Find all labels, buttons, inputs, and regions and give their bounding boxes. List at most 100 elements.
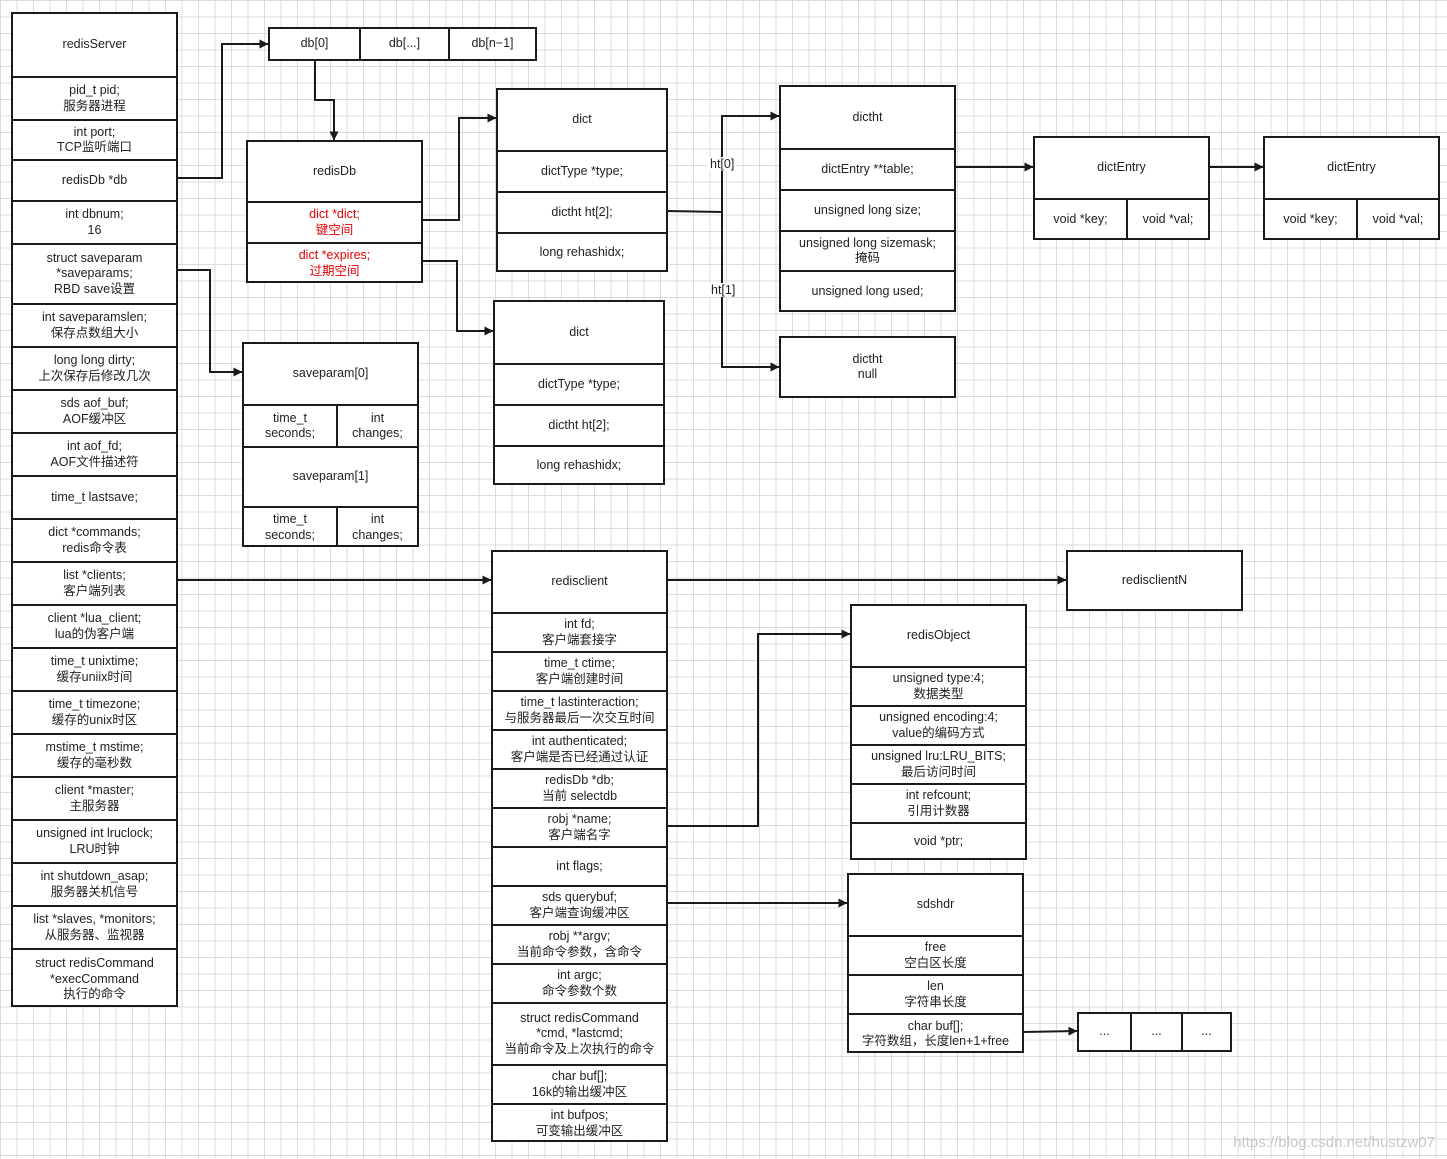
dictentry-fields: void *key; void *val; xyxy=(1265,198,1438,240)
dictht-null: dictht null xyxy=(779,336,956,398)
arrow-expires-to-dict2 xyxy=(422,260,494,336)
saveparam-title: saveparam[1] xyxy=(244,446,417,506)
dictht-field-table: dictEntry **table; xyxy=(781,148,954,189)
dictentry-title: dictEntry xyxy=(1097,160,1146,175)
redisclient-title: redisclient xyxy=(551,574,608,589)
dict-field: long rehashidx; xyxy=(498,232,666,272)
redisdb-title: redisDb xyxy=(312,163,357,178)
saveparam-fields: time_t seconds; int changes; xyxy=(244,404,417,446)
saveparam-seconds: time_t seconds; xyxy=(264,410,316,441)
buf-array-cell: ... xyxy=(1130,1014,1181,1050)
redisserver-field-clients: list *clients; 客户端列表 xyxy=(13,561,176,604)
watermark: https://blog.csdn.net/hustzw07 xyxy=(1233,1134,1435,1151)
dict-struct-keyspace: dict dictType *type; dictht ht[2]; long … xyxy=(496,88,668,272)
dictentry-struct: dictEntry void *key; void *val; xyxy=(1033,136,1210,240)
redisserver-field: int dbnum; 16 xyxy=(13,200,176,243)
redisclient-struct: redisclient int fd; 客户端套接字 time_t ctime;… xyxy=(491,550,668,1142)
redisserver-field: int shutdown_asap; 服务器关机信号 xyxy=(13,862,176,905)
dict-title: dict xyxy=(569,324,589,339)
redisserver-field: time_t timezone; 缓存的unix时区 xyxy=(13,690,176,733)
redisserver-title: redisServer xyxy=(62,37,127,52)
saveparam-changes: int changes; xyxy=(336,508,417,547)
db-array-cell: db[...] xyxy=(359,29,448,59)
redisobject-title: redisObject xyxy=(906,628,971,643)
redisserver-struct: redisServer pid_t pid; 服务器进程 int port; T… xyxy=(11,12,178,1007)
redisserver-field: int port; TCP监听端口 xyxy=(13,119,176,159)
redisclient-field: int flags; xyxy=(493,846,666,885)
redisdb-struct: redisDb dict *dict; 键空间 dict *expires; 过… xyxy=(246,140,423,283)
redisserver-field: int aof_fd; AOF文件描述符 xyxy=(13,432,176,475)
sdshdr-field-buf: char buf[]; 字符数组，长度len+1+free xyxy=(849,1013,1022,1053)
dictentry-key: void *key; xyxy=(1053,212,1108,227)
redisserver-field: list *slaves, *monitors; 从服务器、监视器 xyxy=(13,905,176,948)
redisserver-field-saveparams: struct saveparam *saveparams; RBD save设置 xyxy=(13,243,176,303)
dict-field: dictht ht[2]; xyxy=(495,404,663,445)
redisdb-field-expires: dict *expires; 过期空间 xyxy=(248,242,421,283)
dictht-title: dictht xyxy=(852,109,883,124)
redisclient-field: time_t lastinteraction; 与服务器最后一次交互时间 xyxy=(493,690,666,729)
redisserver-field: time_t unixtime; 缓存uniix时间 xyxy=(13,647,176,690)
sdshdr-field: len 字符串长度 xyxy=(849,974,1022,1013)
redisobject-field: unsigned type:4; 数据类型 xyxy=(852,666,1025,705)
redisserver-field: client *lua_client; lua的伪客户端 xyxy=(13,604,176,647)
dictentry-title: dictEntry xyxy=(1327,160,1376,175)
redisserver-field: mstime_t mstime; 缓存的毫秒数 xyxy=(13,733,176,776)
redisserver-field: dict *commands; redis命令表 xyxy=(13,518,176,561)
sdshdr-struct: sdshdr free 空白区长度 len 字符串长度 char buf[]; … xyxy=(847,873,1024,1053)
dict-field-ht: dictht ht[2]; xyxy=(498,191,666,232)
redisserver-field: pid_t pid; 服务器进程 xyxy=(13,76,176,119)
sdshdr-field: free 空白区长度 xyxy=(849,935,1022,974)
redisserver-field: long long dirty; 上次保存后修改几次 xyxy=(13,346,176,389)
redisserver-field: sds aof_buf; AOF缓冲区 xyxy=(13,389,176,432)
redisserver-field: time_t lastsave; xyxy=(13,475,176,518)
redisdb-field-dict: dict *dict; 键空间 xyxy=(248,201,421,242)
arrow-buf-to-bufarray xyxy=(1022,1026,1078,1036)
redisserver-field: struct redisCommand *execCommand 执行的命令 xyxy=(13,948,176,1009)
buf-array-cell: ... xyxy=(1099,1024,1110,1039)
redisclient-field: struct redisCommand *cmd, *lastcmd; 当前命令… xyxy=(493,1002,666,1064)
redisserver-field-db: redisDb *db xyxy=(13,159,176,200)
redisclient-field: int fd; 客户端套接字 xyxy=(493,612,666,651)
redisclient-field: redisDb *db; 当前 selectdb xyxy=(493,768,666,807)
ht1-label: ht[1] xyxy=(709,283,738,297)
arrow-db0-to-redisdb xyxy=(314,61,339,141)
redisserver-field: client *master; 主服务器 xyxy=(13,776,176,819)
arrow-saveparams-to-saveparam xyxy=(177,269,243,377)
dictentry-val: void *val; xyxy=(1356,200,1438,240)
redisclient-field: int bufpos; 可变输出缓冲区 xyxy=(493,1103,666,1142)
redisclientn-struct: redisclientN xyxy=(1066,550,1243,611)
dictht-field: unsigned long size; xyxy=(781,189,954,230)
redisclient-field: char buf[]; 16k的输出缓冲区 xyxy=(493,1064,666,1103)
redisobject-field: unsigned lru:LRU_BITS; 最后访问时间 xyxy=(852,744,1025,783)
saveparam-title: saveparam[0] xyxy=(292,366,369,381)
dictentry-fields: void *key; void *val; xyxy=(1035,198,1208,240)
redisobject-field: int refcount; 引用计数器 xyxy=(852,783,1025,822)
dictht-null-label: dictht null xyxy=(852,351,883,382)
redisclientn-title: redisclientN xyxy=(1121,572,1188,587)
buf-array-cell: ... xyxy=(1181,1014,1230,1050)
dict-field: long rehashidx; xyxy=(495,445,663,485)
buf-array: ... ... ... xyxy=(1077,1012,1232,1052)
db-array-cell: db[0] xyxy=(300,36,329,51)
dictht-field: unsigned long used; xyxy=(781,270,954,312)
saveparam-changes: int changes; xyxy=(336,406,417,446)
dictentry-key: void *key; xyxy=(1283,212,1338,227)
dict-field: dictType *type; xyxy=(498,150,666,191)
saveparam-seconds: time_t seconds; xyxy=(264,512,316,542)
arrow-dict-to-dict1 xyxy=(422,113,497,221)
redisserver-field: unsigned int lruclock; LRU时钟 xyxy=(13,819,176,862)
redisclient-field-name: robj *name; 客户端名字 xyxy=(493,807,666,846)
redisobject-field: void *ptr; xyxy=(852,822,1025,860)
db-array: db[0] db[...] db[n−1] xyxy=(268,27,537,61)
redisclient-field: time_t ctime; 客户端创建时间 xyxy=(493,651,666,690)
dictht-struct: dictht dictEntry **table; unsigned long … xyxy=(779,85,956,312)
saveparam-array: saveparam[0] time_t seconds; int changes… xyxy=(242,342,419,547)
arrow-name-to-redisobject xyxy=(667,629,851,827)
redisobject-field: unsigned encoding:4; value的编码方式 xyxy=(852,705,1025,744)
dictht-field: unsigned long sizemask; 掩码 xyxy=(781,230,954,270)
dictentry-val: void *val; xyxy=(1126,200,1208,240)
redisclient-field: int argc; 命令参数个数 xyxy=(493,963,666,1002)
dict-field: dictType *type; xyxy=(495,363,663,404)
redisserver-field: int saveparamslen; 保存点数组大小 xyxy=(13,303,176,346)
redisclient-field-querybuf: sds querybuf; 客户端查询缓冲区 xyxy=(493,885,666,924)
